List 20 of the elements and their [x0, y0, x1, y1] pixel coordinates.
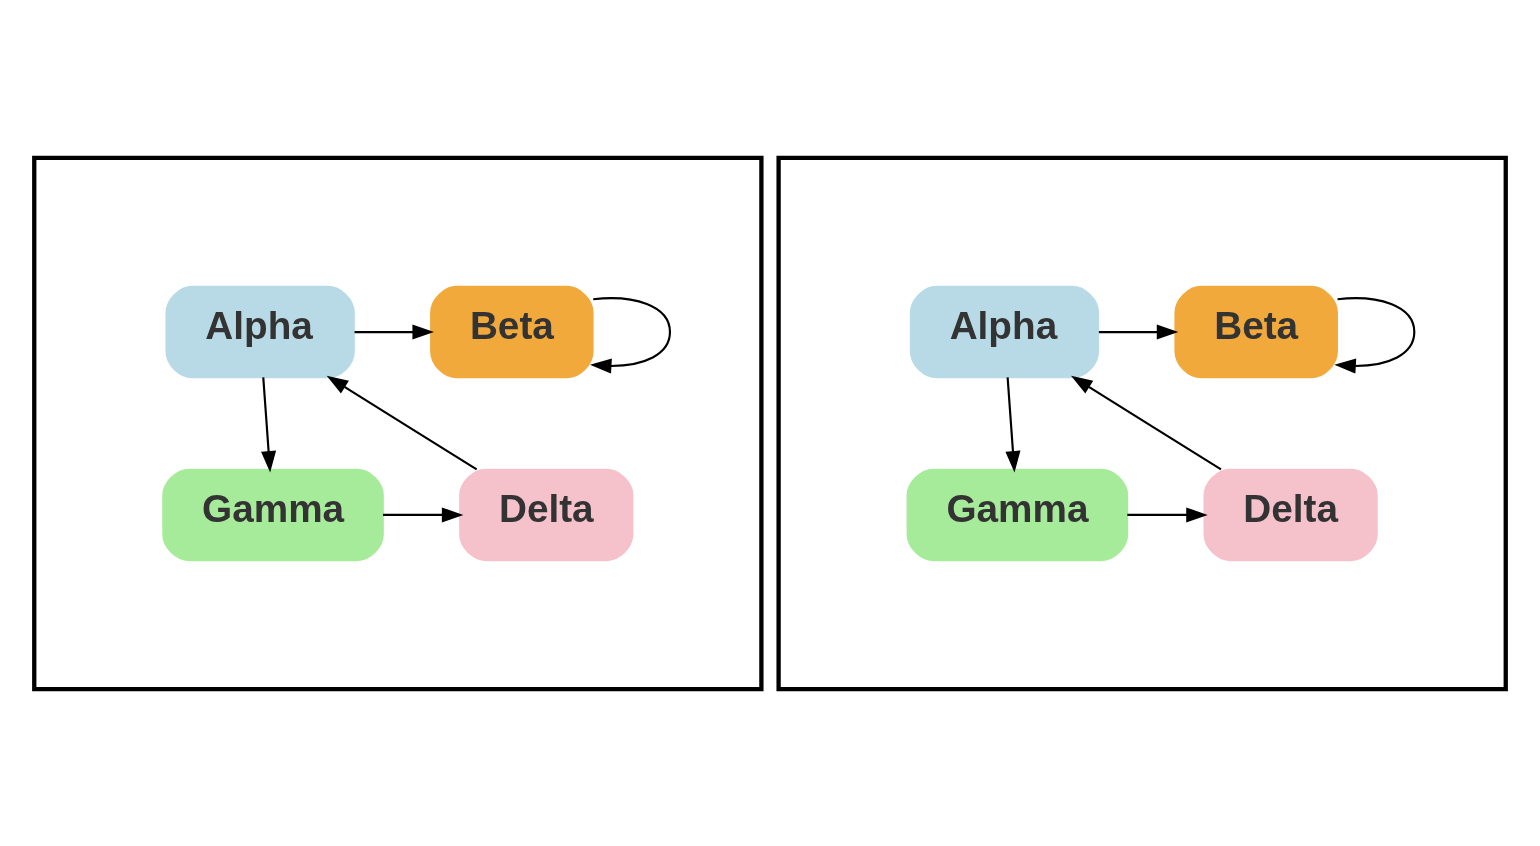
node-box: Delta	[1203, 468, 1378, 561]
node-box: Alpha	[165, 285, 355, 378]
arrow	[261, 376, 277, 473]
cluster	[776, 155, 1508, 691]
arrow	[1127, 506, 1208, 522]
arrow	[1098, 324, 1179, 340]
node-box: Beta	[430, 285, 594, 378]
arrow	[1071, 375, 1222, 470]
arrow	[326, 375, 478, 470]
arrow	[1334, 296, 1416, 373]
node-box: Alpha	[909, 285, 1100, 378]
arrow	[1005, 376, 1021, 473]
arrow	[354, 324, 434, 340]
cluster	[32, 155, 764, 691]
arrow	[383, 506, 464, 522]
node-box: Beta	[1174, 285, 1338, 378]
node-box: Gamma	[906, 468, 1129, 561]
node-box: Gamma	[162, 468, 384, 561]
arrow	[589, 296, 672, 373]
node-box: Delta	[459, 468, 634, 561]
